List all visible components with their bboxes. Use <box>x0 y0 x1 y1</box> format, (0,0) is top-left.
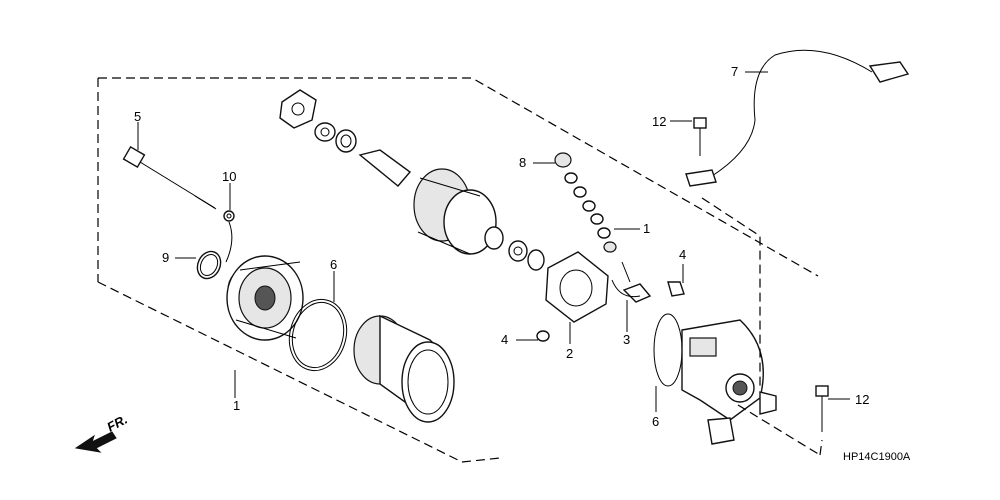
alignment-lines <box>701 197 823 456</box>
callout-7: 7 <box>731 64 738 79</box>
drawing-code: HP14C1900A <box>843 451 911 463</box>
callout-3: 3 <box>623 332 630 347</box>
callout-6-right: 6 <box>652 414 659 429</box>
through-bolt <box>122 145 217 210</box>
screw-right <box>667 281 685 297</box>
assembly-boundary <box>97 77 819 463</box>
callout-9: 9 <box>162 250 169 265</box>
starter-cable <box>685 49 910 187</box>
callout-5: 5 <box>134 109 141 124</box>
front-arrow-icon: FR. <box>74 412 130 453</box>
bolt-top <box>693 117 707 156</box>
brush-plate-small <box>279 89 357 153</box>
armature <box>358 149 504 255</box>
callout-4-right: 4 <box>679 247 686 262</box>
brush-holder <box>545 251 609 323</box>
motor-yoke <box>353 314 455 423</box>
front-cover <box>226 255 304 341</box>
callout-2: 2 <box>566 346 573 361</box>
front-marker-label: FR. <box>104 412 130 435</box>
callout-12-bottom: 12 <box>855 392 869 407</box>
armature-washers <box>508 240 545 271</box>
gasket-left <box>288 298 348 372</box>
callout-4-left: 4 <box>501 332 508 347</box>
callout-12-top: 12 <box>652 114 666 129</box>
o-ring-9 <box>196 250 222 280</box>
callout-6-left: 6 <box>330 257 337 272</box>
brush-terminal <box>611 261 652 303</box>
rear-cover <box>653 313 777 445</box>
callout-1-bottom: 1 <box>233 398 240 413</box>
bolt-bottom <box>815 385 829 432</box>
screw-left <box>536 330 550 342</box>
callout-8: 8 <box>519 155 526 170</box>
leader-lines <box>137 71 850 412</box>
terminal-nut-stack <box>554 152 617 253</box>
callout-10: 10 <box>222 169 236 184</box>
o-ring-small <box>223 210 235 222</box>
callout-1-right: 1 <box>643 221 650 236</box>
